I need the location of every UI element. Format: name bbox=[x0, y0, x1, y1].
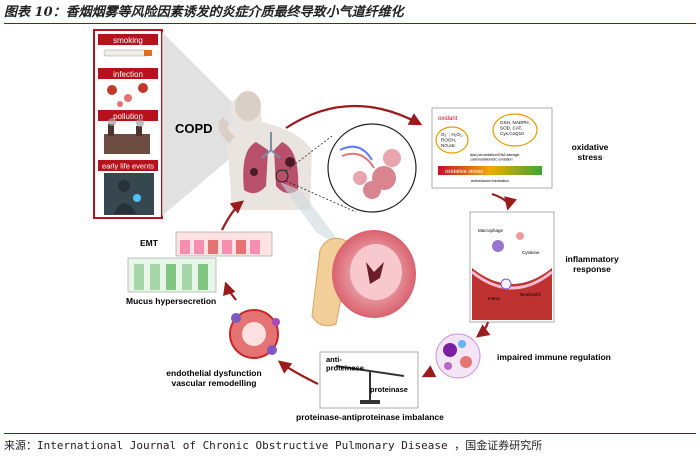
lungs-illustration bbox=[243, 132, 299, 194]
title-rule bbox=[4, 23, 696, 24]
risk-factor-early-life: early life events bbox=[102, 162, 154, 171]
risk-factor-smoking: smoking bbox=[113, 36, 143, 45]
oxidant-label: oxidant bbox=[438, 116, 458, 122]
oxidants-list: O₂⁻, H₂O₂,ROOH,NO,etc bbox=[441, 132, 463, 148]
inflammatory-cell-label: Intera bbox=[488, 296, 500, 301]
zoom-guide-lines bbox=[280, 135, 357, 250]
cycle-arrows bbox=[221, 104, 517, 385]
vessel-illustration bbox=[229, 309, 280, 359]
factory-icon bbox=[104, 118, 150, 154]
virus-icon bbox=[107, 83, 148, 107]
proteinase-label: proteinase bbox=[370, 385, 408, 394]
stage-label-proteinase-imbalance: proteinase-antiproteinase imbalance bbox=[296, 412, 444, 422]
oxidative-stress-gradient-bar bbox=[438, 166, 542, 175]
inflammatory-cell-label: Neutrophil bbox=[520, 292, 541, 297]
proteinase-scale-panel: anti-proteinase proteinase bbox=[319, 351, 419, 409]
arrow-to-vessel bbox=[277, 360, 319, 385]
arrow-to-mucus bbox=[223, 281, 237, 301]
emt-mucus-panel bbox=[127, 231, 273, 293]
arrow-to-copd bbox=[221, 200, 245, 231]
airway-cross-section bbox=[311, 230, 416, 327]
inflammatory-cell-label: Macrophage bbox=[478, 228, 504, 233]
arrow-to-oxidative bbox=[285, 104, 423, 129]
risk-callout-wedge bbox=[162, 32, 240, 216]
stage-label-mucus: Mucus hypersecretion bbox=[126, 296, 216, 306]
arrow-to-inflammatory bbox=[491, 192, 517, 211]
antiproteinase-label: anti-proteinase bbox=[326, 355, 364, 373]
mother-child-icon bbox=[104, 173, 154, 215]
figure-title: 图表 10：香烟烟雾等风险因素诱发的炎症介质最终导致小气道纤维化 bbox=[4, 5, 404, 20]
source-rule bbox=[4, 433, 696, 434]
risk-factor-infection: infection bbox=[113, 70, 143, 79]
alveoli-zoom bbox=[327, 123, 417, 213]
risk-label-bg-smoking bbox=[98, 34, 158, 45]
cigarette-icon bbox=[103, 49, 149, 57]
arrow-to-immune bbox=[475, 321, 491, 338]
source-note: 来源：International Journal of Chronic Obst… bbox=[4, 439, 543, 452]
oxidative-bar-sublabel: antioxidance inactivation bbox=[471, 179, 509, 183]
risk-factor-panel: smoking infection pollution early life e… bbox=[93, 29, 240, 219]
antioxidants-list: GSH, NADPH,SOD, CAT,Cys,CoQ10 bbox=[500, 120, 530, 136]
stage-label-emt: EMT bbox=[140, 238, 159, 248]
copd-diagram: smoking infection pollution early life e… bbox=[93, 29, 619, 422]
inflammatory-cell-label: Cytokine bbox=[522, 250, 540, 255]
oxidative-bar-label: oxidative stress bbox=[445, 169, 483, 175]
arrow-to-scale bbox=[421, 365, 437, 378]
oxidative-stress-panel: oxidant O₂⁻, H₂O₂,ROOH,NO,etc GSH, NADPH,… bbox=[431, 107, 553, 189]
risk-factor-pollution: pollution bbox=[113, 112, 143, 121]
cigarette-tip bbox=[144, 50, 152, 56]
immune-cells-illustration bbox=[435, 333, 481, 379]
stage-label-impaired-immune: impaired immune regulation bbox=[497, 352, 611, 362]
copd-label: COPD bbox=[175, 121, 213, 136]
